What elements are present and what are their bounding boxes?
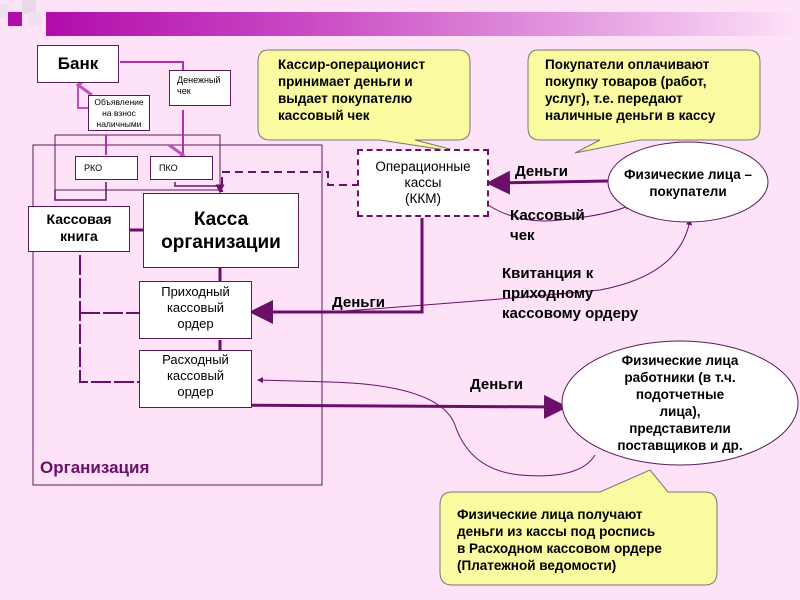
buyers-line-2: покупатели <box>649 184 727 199</box>
org-cash-line-2: организации <box>161 231 281 253</box>
receipt-curve <box>487 204 631 222</box>
workers-line-6: поставщиков и др. <box>617 438 743 453</box>
outgoing-order-node: Расходный кассовый ордер <box>139 350 252 408</box>
buyers-pay-line-4: наличные деньги в кассу <box>545 108 716 123</box>
pko-document: ПКО <box>150 156 213 180</box>
outgoing-order-line-2: кассовый <box>166 368 225 383</box>
cashier-callout-line-1: Кассир-операционист <box>278 57 426 72</box>
persons-receive-line-2: деньги из кассы под роспись <box>457 524 656 539</box>
cashier-callout-line-3: выдает покупателю <box>278 91 413 106</box>
workers-node: Физические лица работники (в т.ч. подотч… <box>590 352 770 454</box>
rko-document: РКО <box>75 156 138 180</box>
decor-square <box>0 4 8 18</box>
workers-ellipse <box>561 340 799 466</box>
workers-signature-curve <box>257 377 596 477</box>
decor-square <box>28 12 42 26</box>
workers-line-4: лица), <box>659 404 701 419</box>
receipt-order-line-1: Квитанция к <box>502 265 594 282</box>
documents-frame <box>54 134 221 191</box>
cash-receipt-line-2: чек <box>510 227 535 244</box>
bank-label: Банк <box>57 54 99 73</box>
workers-line-3: подотчетные <box>635 387 725 402</box>
buyers-line-1: Физические лица – <box>624 167 752 182</box>
rko-label: РКО <box>84 163 103 173</box>
cash-check-line-1: Денежный <box>177 75 221 85</box>
buyers-pay-line-2: покупку товаров (работ, <box>545 74 707 89</box>
cashier-callout-shape <box>257 49 471 154</box>
cashbook-dashed-vertical <box>79 255 139 383</box>
kkm-to-cash-dashed <box>221 171 360 192</box>
money-label-middle: Деньги <box>332 294 385 311</box>
cash-check-document: Денежный чек <box>169 70 231 106</box>
receipt-order-line-2: приходному <box>502 285 594 302</box>
workers-line-1: Физические лица <box>621 353 739 368</box>
outgoing-order-line-1: Расходный <box>162 352 229 367</box>
incoming-order-line-2: кассовый <box>166 300 225 315</box>
buyers-pay-line-3: услуг), т.е. передают <box>545 91 683 106</box>
kkm-line-1: Операционные <box>375 159 471 174</box>
receipt-order-curve <box>329 219 693 313</box>
organization-label: Организация <box>40 458 150 477</box>
money-kkm-to-incoming-arrow <box>249 218 424 324</box>
persons-callout-shape <box>439 469 718 586</box>
decor-square <box>22 0 36 14</box>
buyers-node: Физические лица – покупатели <box>608 166 768 200</box>
cash-book-line-1: Кассовая <box>46 211 112 227</box>
persons-receive-line-3: в Расходном кассовом ордере <box>457 541 662 556</box>
kkm-line-3: (ККМ) <box>405 191 441 206</box>
receipt-order-label: Квитанция к приходному кассовому ордеру <box>502 264 638 324</box>
notice-to-bank-line <box>78 85 90 109</box>
deposit-notice-document: Объявление на взнос наличными <box>88 95 150 131</box>
organization-cash-node: Касса организации <box>143 193 299 268</box>
deposit-notice-line-3: наличными <box>96 119 142 129</box>
kkm-line-2: кассы <box>404 175 442 190</box>
cash-check-line-2: чек <box>177 86 191 96</box>
cashier-callout-line-2: принимает деньги и <box>278 74 413 89</box>
operational-cash-node: Операционные кассы (ККМ) <box>357 149 489 217</box>
bank-to-check-line <box>120 61 184 72</box>
pko-to-cash-line <box>174 182 225 194</box>
org-cash-line-1: Касса <box>193 208 249 230</box>
buyers-callout-shape <box>527 49 761 154</box>
money-outgoing-to-workers-arrow <box>219 394 568 419</box>
bank-node: Банк <box>37 45 119 83</box>
persons-receive-line-4: (Платежной ведомости) <box>457 558 617 573</box>
buyers-pay-callout: Покупатели оплачивают покупку товаров (р… <box>545 56 715 124</box>
cash-receipt-label: Кассовый чек <box>510 206 585 246</box>
outgoing-order-line-3: ордер <box>177 384 214 399</box>
cashier-callout-line-4: кассовый чек <box>278 108 370 123</box>
incoming-order-line-1: Приходный <box>161 284 230 299</box>
deposit-notice-line-1: Объявление <box>94 97 144 107</box>
persons-receive-callout: Физические лица получают деньги из кассы… <box>457 506 662 574</box>
receipt-order-line-3: кассовому ордеру <box>502 305 639 322</box>
cash-book-node: Кассовая книга <box>28 206 130 252</box>
pko-label: ПКО <box>159 163 178 173</box>
buyers-ellipse <box>607 141 769 223</box>
incoming-order-line-3: ордер <box>177 316 214 331</box>
cashier-callout: Кассир-операционист принимает деньги и в… <box>278 56 425 124</box>
buyers-pay-line-1: Покупатели оплачивают <box>545 57 710 72</box>
incoming-order-node: Приходный кассовый ордер <box>139 281 252 339</box>
money-label-bottom: Деньги <box>470 376 523 393</box>
cash-receipt-line-1: Кассовый <box>510 207 585 224</box>
workers-line-2: работники (в т.ч. <box>624 370 736 385</box>
money-buyers-to-kkm-arrow <box>486 170 609 195</box>
workers-line-5: представители <box>629 421 731 436</box>
cashbook-to-rko-line <box>54 182 107 201</box>
deposit-notice-line-2: на взнос <box>102 108 136 118</box>
persons-receive-line-1: Физические лица получают <box>457 507 643 522</box>
cash-book-line-2: книга <box>60 228 98 244</box>
title-bar-decoration <box>46 12 800 36</box>
money-label-top: Деньги <box>515 163 568 180</box>
decor-square <box>8 12 22 26</box>
